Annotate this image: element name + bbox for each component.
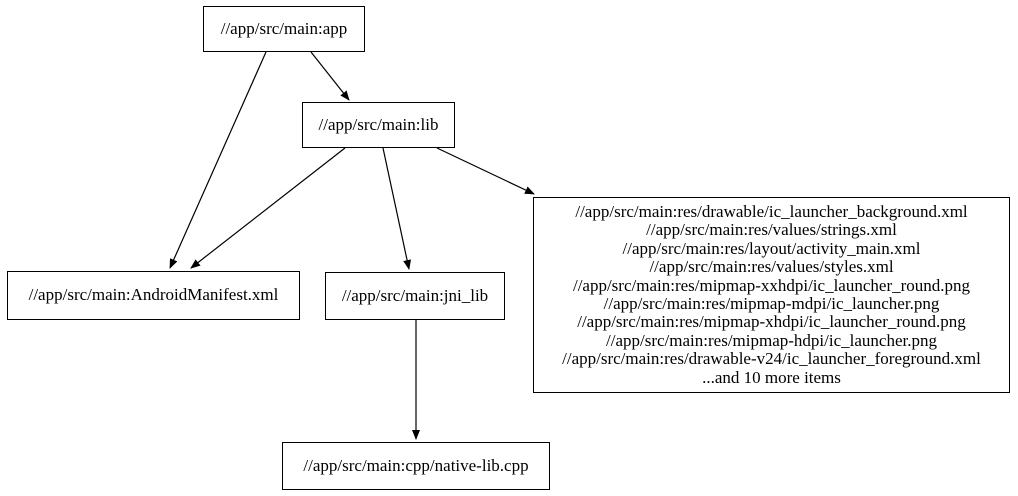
res-file-line: //app/src/main:res/mipmap-mdpi/ic_launch…	[603, 294, 940, 313]
res-more-items-line: ...and 10 more items	[702, 367, 841, 387]
res-file-line: //app/src/main:res/drawable/ic_launcher_…	[575, 201, 968, 221]
edge-app-to-lib	[310, 51, 350, 101]
node-native-lib-cpp: //app/src/main:cpp/native-lib.cpp	[282, 442, 550, 490]
node-android-manifest: //app/src/main:AndroidManifest.xml	[7, 271, 300, 320]
node-jni-lib-label: //app/src/main:jni_lib	[341, 285, 489, 305]
node-res-filegroup: //app/src/main:res/drawable/ic_launcher_…	[533, 197, 1010, 393]
res-file-line: //app/src/main:res/drawable-v24/ic_launc…	[562, 349, 981, 369]
edge-app-to-manifest	[169, 51, 267, 269]
node-android-manifest-label: //app/src/main:AndroidManifest.xml	[28, 285, 279, 305]
edge-lib-to-manifest	[190, 147, 346, 269]
node-native-lib-cpp-label: //app/src/main:cpp/native-lib.cpp	[303, 455, 529, 475]
node-jni-lib: //app/src/main:jni_lib	[325, 272, 505, 320]
res-file-line: //app/src/main:res/mipmap-xxhdpi/ic_laun…	[572, 275, 971, 295]
node-app-label: //app/src/main:app	[220, 18, 348, 38]
edge-lib-to-jni-lib	[382, 147, 412, 270]
edge-lib-to-res	[436, 147, 535, 195]
res-file-line: //app/src/main:res/values/strings.xml	[646, 220, 897, 240]
node-lib-label: //app/src/main:lib	[318, 114, 439, 134]
res-file-line: //app/src/main:res/mipmap-xhdpi/ic_launc…	[577, 312, 966, 332]
res-file-line: //app/src/main:res/layout/activity_main.…	[622, 238, 921, 258]
node-lib: //app/src/main:lib	[302, 102, 455, 148]
res-file-line: //app/src/main:res/mipmap-hdpi/ic_launch…	[606, 330, 937, 350]
node-app: //app/src/main:app	[203, 6, 365, 52]
res-file-line: //app/src/main:res/values/styles.xml	[649, 257, 894, 277]
